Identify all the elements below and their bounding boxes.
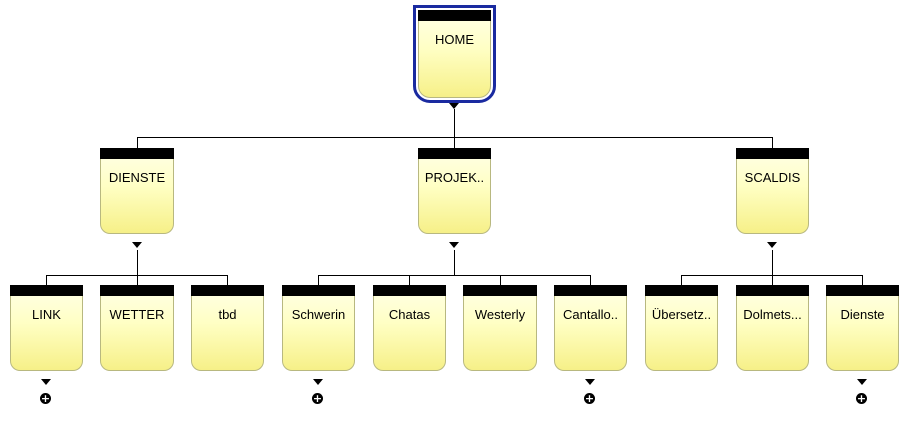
node-header-bar bbox=[100, 285, 174, 296]
collapse-triangle-icon[interactable] bbox=[585, 379, 595, 385]
node-header-bar bbox=[554, 285, 627, 296]
node-home[interactable]: HOME bbox=[413, 5, 496, 103]
node-dienste-scaldis[interactable]: Dienste bbox=[826, 285, 899, 371]
collapse-triangle-icon[interactable] bbox=[313, 379, 323, 385]
connector-dolmets-up bbox=[772, 275, 773, 285]
node-tbd[interactable]: tbd bbox=[191, 285, 264, 371]
connector-uebersetz-up bbox=[681, 275, 682, 285]
expand-plus-circle-icon[interactable]: + bbox=[312, 392, 323, 405]
node-header-bar bbox=[100, 148, 174, 159]
connector-scaldis-down bbox=[772, 250, 773, 275]
expand-plus-circle-icon[interactable]: + bbox=[584, 392, 595, 405]
collapse-triangle-icon[interactable] bbox=[449, 242, 459, 248]
connector-level1-horizontal bbox=[137, 137, 773, 138]
collapse-triangle-icon[interactable] bbox=[449, 103, 459, 109]
node-schwerin[interactable]: Schwerin bbox=[282, 285, 355, 371]
node-header-bar bbox=[826, 285, 899, 296]
node-scaldis[interactable]: SCALDIS bbox=[736, 148, 809, 234]
node-label: DIENSTE bbox=[108, 170, 166, 185]
node-label: LINK bbox=[32, 307, 61, 322]
node-header-bar bbox=[282, 285, 355, 296]
collapse-triangle-icon[interactable] bbox=[41, 379, 51, 385]
connector-projek-up bbox=[454, 137, 455, 148]
connector-root-down bbox=[454, 109, 455, 137]
node-projek[interactable]: PROJEK.. bbox=[418, 148, 491, 234]
node-header-bar bbox=[373, 285, 446, 296]
collapse-triangle-icon[interactable] bbox=[857, 379, 867, 385]
connector-projek-children bbox=[318, 275, 591, 276]
node-label: Schwerin bbox=[291, 307, 346, 322]
node-cantallo[interactable]: Cantallo.. bbox=[554, 285, 627, 371]
node-label: Westerly bbox=[474, 307, 526, 322]
node-westerly[interactable]: Westerly bbox=[463, 285, 537, 371]
node-header-bar bbox=[418, 148, 491, 159]
node-label: PROJEK.. bbox=[424, 170, 485, 185]
node-wetter[interactable]: WETTER bbox=[100, 285, 174, 371]
node-header-bar bbox=[191, 285, 264, 296]
node-label: Dienste bbox=[840, 307, 885, 322]
connector-dienste-down bbox=[137, 250, 138, 275]
node-header-bar bbox=[10, 285, 83, 296]
node-label: SCALDIS bbox=[744, 170, 801, 185]
connector-westerly-up bbox=[500, 275, 501, 285]
collapse-triangle-icon[interactable] bbox=[132, 242, 142, 248]
connector-projek-down bbox=[454, 250, 455, 275]
node-chatas[interactable]: Chatas bbox=[373, 285, 446, 371]
node-header-bar bbox=[418, 10, 491, 21]
connector-dienste-up bbox=[137, 137, 138, 148]
node-header-bar bbox=[736, 285, 809, 296]
node-dolmets[interactable]: Dolmets... bbox=[736, 285, 809, 371]
node-header-bar bbox=[736, 148, 809, 159]
connector-wetter-up bbox=[137, 275, 138, 285]
connector-link-up bbox=[46, 275, 47, 285]
expand-plus-circle-icon[interactable]: + bbox=[856, 392, 867, 405]
node-header-bar bbox=[463, 285, 537, 296]
node-label: HOME bbox=[435, 32, 474, 47]
connector-cantallo-up bbox=[590, 275, 591, 285]
node-label: Übersetz.. bbox=[651, 307, 712, 322]
collapse-triangle-icon[interactable] bbox=[767, 242, 777, 248]
connector-schwerin-up bbox=[318, 275, 319, 285]
node-link[interactable]: LINK bbox=[10, 285, 83, 371]
node-label: Cantallo.. bbox=[563, 307, 618, 322]
node-header-bar bbox=[645, 285, 718, 296]
node-uebersetz[interactable]: Übersetz.. bbox=[645, 285, 718, 371]
node-dienste[interactable]: DIENSTE bbox=[100, 148, 174, 234]
connector-scaldis-up bbox=[772, 137, 773, 148]
expand-plus-circle-icon[interactable]: + bbox=[40, 392, 51, 405]
node-label: WETTER bbox=[109, 307, 165, 322]
node-label: Dolmets... bbox=[743, 307, 802, 322]
connector-dienste2-up bbox=[862, 275, 863, 285]
connector-chatas-up bbox=[409, 275, 410, 285]
node-label: tbd bbox=[218, 307, 237, 322]
node-label: Chatas bbox=[388, 307, 431, 322]
connector-tbd-up bbox=[227, 275, 228, 285]
